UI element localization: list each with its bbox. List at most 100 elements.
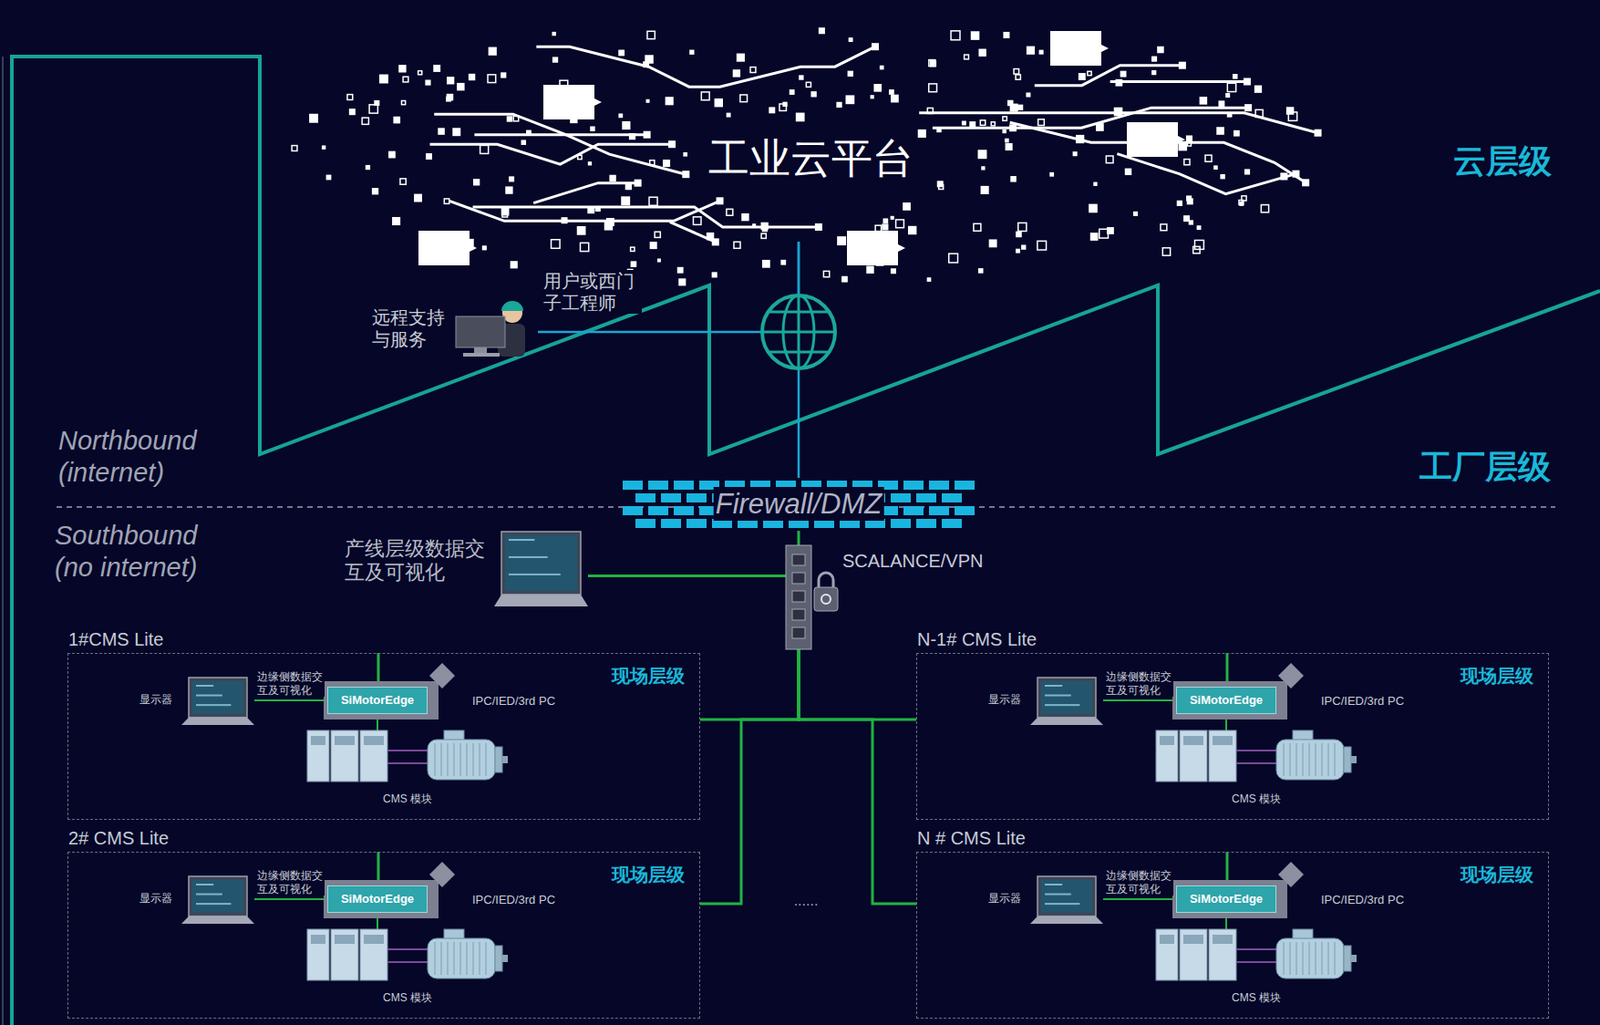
circuit-dot xyxy=(552,56,558,62)
display-icon xyxy=(1030,677,1104,725)
circuit-dot xyxy=(508,175,515,182)
circuit-dot xyxy=(980,185,990,195)
circuit-dot xyxy=(1015,248,1021,254)
circuit-dot xyxy=(662,159,671,167)
circuit-dot xyxy=(1188,219,1194,225)
circuit-dot xyxy=(1087,71,1092,75)
zone-label: Northbound (internet) xyxy=(56,424,243,489)
node-label: 用户或西门子工程师 xyxy=(541,269,642,314)
circuit-dot xyxy=(1039,50,1044,55)
circuit-dot xyxy=(890,94,899,104)
circuit-dot xyxy=(949,253,959,263)
circuit-dot xyxy=(589,125,595,131)
circuit-dot xyxy=(888,89,895,95)
circuit-dot xyxy=(1015,231,1022,238)
circuit-dot xyxy=(510,260,518,269)
circuit-pad xyxy=(1243,77,1251,85)
circuit-pad xyxy=(871,42,879,51)
motor-icon xyxy=(427,730,508,780)
circuit-dot xyxy=(805,82,811,87)
motor-icon xyxy=(1276,730,1357,780)
power-wire xyxy=(387,750,428,764)
drive-icon xyxy=(1156,730,1237,782)
circuit-dot xyxy=(870,94,875,99)
circuit-dot xyxy=(1004,138,1010,144)
node-sublabel: IPC/IED/3rd PC xyxy=(1319,693,1406,709)
drive-icon xyxy=(1156,929,1237,981)
node-label: N # CMS Lite xyxy=(915,826,1028,849)
circuit-chip xyxy=(418,230,470,266)
connector xyxy=(797,530,801,546)
node-label: 显示器 xyxy=(137,891,175,905)
circuit-dot xyxy=(980,165,985,170)
circuit-dot xyxy=(845,94,855,104)
circuit-dot xyxy=(373,100,380,106)
circuit-dot xyxy=(1093,182,1097,186)
circuit-dot xyxy=(650,241,658,249)
circuit-dot xyxy=(1162,247,1170,256)
scalance-icon xyxy=(785,545,838,650)
circuit-dot xyxy=(881,223,888,230)
circuit-dot xyxy=(823,270,829,277)
circuit-dot xyxy=(980,120,985,125)
circuit-dot xyxy=(1199,96,1208,105)
circuit-dot xyxy=(326,175,332,181)
circuit-chip xyxy=(1101,44,1109,52)
node-sublabel: IPC/IED/3rd PC xyxy=(1319,892,1406,908)
circuit-dot xyxy=(505,185,513,194)
circuit-trace xyxy=(1010,122,1306,183)
circuit-dot xyxy=(347,94,353,101)
circuit-pad xyxy=(815,223,823,231)
node-label: SiMotorEdge xyxy=(1178,886,1274,912)
circuit-dot xyxy=(896,219,905,228)
node-sublabel: 现场层级 xyxy=(609,863,687,886)
edge-label: 边缘侧数据交互及可视化 xyxy=(257,868,325,896)
connector xyxy=(700,649,799,720)
circuit-dot xyxy=(978,268,984,274)
uplink-wire xyxy=(1227,652,1229,682)
circuit-dot xyxy=(1244,168,1250,175)
edge-device-icon xyxy=(1172,861,1304,919)
circuit-dot xyxy=(908,226,917,235)
node-label: 产线层级数据交互及可视化 xyxy=(342,536,491,586)
circuit-dot xyxy=(736,53,745,62)
circuit-dot xyxy=(989,238,998,248)
circuit-dot xyxy=(630,260,638,268)
node-label: 显示器 xyxy=(986,891,1023,905)
power-wire xyxy=(1236,949,1277,962)
circuit-dot xyxy=(488,47,497,56)
circuit-dot xyxy=(1133,211,1138,217)
circuit-dot xyxy=(321,144,326,149)
circuit-dot xyxy=(740,94,748,103)
circuit-dot xyxy=(1013,69,1020,75)
circuit-dot xyxy=(875,225,881,231)
circuit-dot xyxy=(1213,165,1219,170)
circuit-dot xyxy=(978,49,986,57)
circuit-dot xyxy=(692,216,702,226)
circuit-dot xyxy=(847,71,854,77)
circuit-dot xyxy=(309,113,319,124)
edge-label: 边缘侧数据交互及可视化 xyxy=(1105,868,1174,896)
node-sublabel: IPC/IED/3rd PC xyxy=(470,892,558,908)
circuit-dot xyxy=(1078,72,1086,81)
circuit-dot xyxy=(446,76,455,84)
circuit-dot xyxy=(1151,56,1157,62)
circuit-dot xyxy=(1038,119,1045,126)
edge-label: 边缘侧数据交互及可视化 xyxy=(257,670,325,697)
simotoredge-box: SiMotorEdgeIPC/IED/3rd PC xyxy=(1176,885,1277,913)
circuit-trace xyxy=(1110,80,1248,83)
circuit-dot xyxy=(413,194,423,203)
node-sublabel: 现场层级 xyxy=(609,664,687,687)
circuit-dot xyxy=(866,266,874,274)
connector xyxy=(1103,699,1177,702)
circuit-trace xyxy=(433,113,686,175)
connector xyxy=(588,574,786,578)
circuit-dot xyxy=(677,267,684,274)
circuit-pad xyxy=(634,179,642,187)
circuit-dot xyxy=(789,89,795,95)
circuit-dot xyxy=(521,139,527,145)
circuit-dot xyxy=(678,278,686,286)
circuit-pad xyxy=(1291,170,1300,178)
motor-icon xyxy=(427,929,508,979)
